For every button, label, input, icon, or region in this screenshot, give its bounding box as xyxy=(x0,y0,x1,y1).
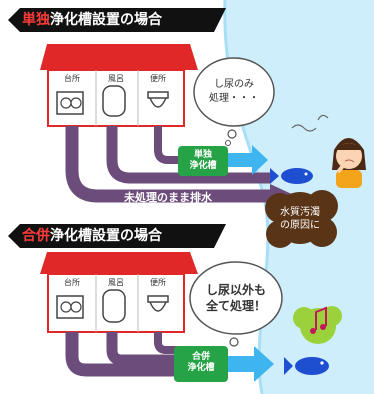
toilet-icon xyxy=(147,295,169,303)
fish-icon xyxy=(270,168,313,184)
thought-bubble-single xyxy=(193,57,275,146)
worried-person-icon xyxy=(332,138,366,188)
house-combined xyxy=(40,252,198,333)
single-bubble-line2: 処理・・・ xyxy=(209,93,259,104)
roof xyxy=(40,252,198,274)
room-label-kitchen: 台所 xyxy=(64,278,80,287)
odor-lines xyxy=(291,114,329,132)
combined-bubble-line1: し尿以外も xyxy=(205,283,266,297)
pollution-cause-text: 水質汚濁 の原因に xyxy=(270,206,330,232)
room-label-kitchen: 台所 xyxy=(64,74,80,83)
pollution-line1: 水質汚濁 xyxy=(280,207,320,218)
section2-title-accent: 合併 xyxy=(22,228,50,244)
drain-pipes-combined xyxy=(65,332,182,377)
room-label-toilet: 便所 xyxy=(150,278,166,287)
room-label-bath: 風呂 xyxy=(108,74,124,83)
house-single xyxy=(40,44,198,127)
section1-title: 単独浄化槽設置の場合 xyxy=(8,8,226,32)
combined-tank-label-line2: 浄化槽 xyxy=(187,363,215,373)
sink-icon xyxy=(56,295,84,319)
combined-tank-label-line1: 合併 xyxy=(191,352,210,362)
section2-title: 合併浄化槽設置の場合 xyxy=(8,224,226,248)
roof xyxy=(40,44,198,70)
thought-bubble-combined xyxy=(189,261,283,347)
bathtub-icon xyxy=(102,85,126,117)
combined-bubble-line2: 全て処理！ xyxy=(205,299,266,313)
bathtub-icon xyxy=(102,289,126,323)
room-label-bath: 風呂 xyxy=(108,278,124,287)
sink-icon xyxy=(56,91,84,115)
single-bubble-line1: し尿のみ xyxy=(214,79,254,90)
treated-water-arrow xyxy=(228,346,274,382)
pollution-cloud xyxy=(265,190,338,248)
single-tank-label-line2: 浄化槽 xyxy=(189,161,217,171)
single-bubble-text: し尿のみ 処理・・・ xyxy=(200,78,268,106)
room-label-toilet: 便所 xyxy=(150,74,166,83)
treated-water-arrow xyxy=(228,145,268,175)
combined-tank-label: 合併 浄化槽 xyxy=(178,352,224,374)
pollution-line2: の原因に xyxy=(280,220,320,231)
single-tank-label: 単独 浄化槽 xyxy=(180,150,226,172)
section1-title-accent: 単独 xyxy=(22,12,50,28)
combined-septic-tank xyxy=(174,346,228,382)
section2-title-rest: 浄化槽設置の場合 xyxy=(50,228,162,244)
toilet-icon xyxy=(147,91,169,99)
untreated-discharge-label: 未処理のまま排水 xyxy=(124,191,212,204)
section1-title-rest: 浄化槽設置の場合 xyxy=(50,12,162,28)
single-septic-tank xyxy=(178,146,228,176)
music-note-icon xyxy=(293,306,342,344)
happy-fish-icon xyxy=(284,357,329,375)
single-tank-label-line1: 単独 xyxy=(193,150,212,160)
combined-bubble-text: し尿以外も 全て処理！ xyxy=(194,282,278,314)
